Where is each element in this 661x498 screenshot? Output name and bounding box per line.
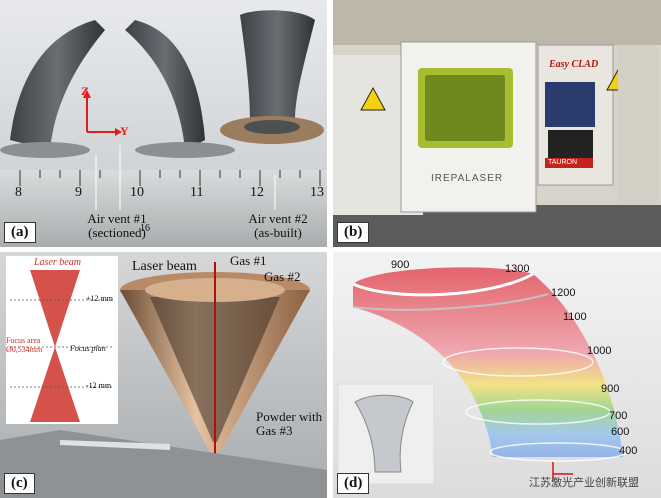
focus-area-line2: Ø0,534mm — [6, 345, 43, 354]
vent1-caption-line1: Air vent #1 — [87, 211, 147, 226]
panel-c-diagram — [0, 252, 327, 498]
vent2-caption-line1: Air vent #2 — [248, 211, 308, 226]
ruler-number: 12 — [250, 185, 264, 200]
panel-d-label: (d) — [337, 473, 370, 494]
focus-area-line1: Focus area — [6, 336, 41, 345]
ruler-number: 8 — [15, 185, 22, 200]
ruler-number: 10 — [130, 185, 144, 200]
temperature-label: 900 — [601, 383, 620, 395]
laser-beam-label: Laser beam — [132, 259, 197, 274]
temperature-label: 1200 — [551, 287, 576, 299]
vent2-caption-line2: (as-built) — [254, 225, 302, 240]
temperature-label: 1300 — [505, 263, 530, 275]
badge-label: TAURON — [548, 159, 578, 166]
temperature-label: 900 — [391, 259, 410, 271]
vent2-caption: Air vent #2 (as-built) — [236, 212, 320, 240]
panel-a-photo — [0, 0, 327, 247]
powder-label: Powder with Gas #3 — [256, 410, 322, 438]
ruler-small-number: 16 — [140, 223, 150, 234]
panel-c: Laser beam +12 mm Focus area Ø0,534mm Fo… — [0, 252, 327, 498]
machine-label: Easy CLAD — [549, 59, 599, 70]
ruler-number: 13 — [310, 185, 324, 200]
powder-line1: Powder with — [256, 409, 323, 424]
panel-b: IREPALASER Easy CLAD TAURON (b) — [333, 0, 661, 247]
panel-c-label: (c) — [4, 473, 35, 494]
watermark: 江苏激光产业创新联盟 — [529, 476, 639, 489]
temperature-label: 400 — [619, 445, 638, 457]
laser-beam-small-label: Laser beam — [34, 257, 81, 268]
panel-b-label: (b) — [337, 222, 370, 243]
temperature-label: 1000 — [587, 345, 612, 357]
ruler-number: 11 — [190, 185, 204, 200]
ruler-number: 9 — [75, 185, 82, 200]
brand-label: IREPALASER — [431, 173, 504, 184]
gas1-label: Gas #1 — [230, 253, 267, 268]
panel-a-label: (a) — [4, 222, 36, 243]
temperature-label: 600 — [611, 426, 630, 438]
panel-a: Z Y 8 9 10 11 12 13 16 Air vent #1 (sect… — [0, 0, 327, 247]
axis-y-label: Y — [120, 124, 129, 138]
panel-d: 900 1300 1200 1100 1000 900 700 600 400 … — [333, 252, 661, 498]
panel-d-simulation — [333, 252, 661, 498]
minus12-label: -12 mm — [86, 381, 112, 390]
panel-b-photo — [333, 0, 661, 247]
vent1-caption-line2: (sectioned) — [88, 225, 146, 240]
focus-area-label: Focus area Ø0,534mm — [6, 336, 42, 354]
focus-plan-label: Focus plan — [70, 344, 106, 353]
axis-z-label: Z — [81, 84, 90, 98]
plus12-label: +12 mm — [86, 294, 113, 303]
temperature-label: 1100 — [563, 311, 587, 323]
powder-line2: Gas #3 — [256, 423, 293, 438]
vent1-caption: Air vent #1 (sectioned) — [62, 212, 172, 240]
temperature-label: 700 — [609, 410, 628, 422]
gas2-label: Gas #2 — [264, 269, 301, 284]
